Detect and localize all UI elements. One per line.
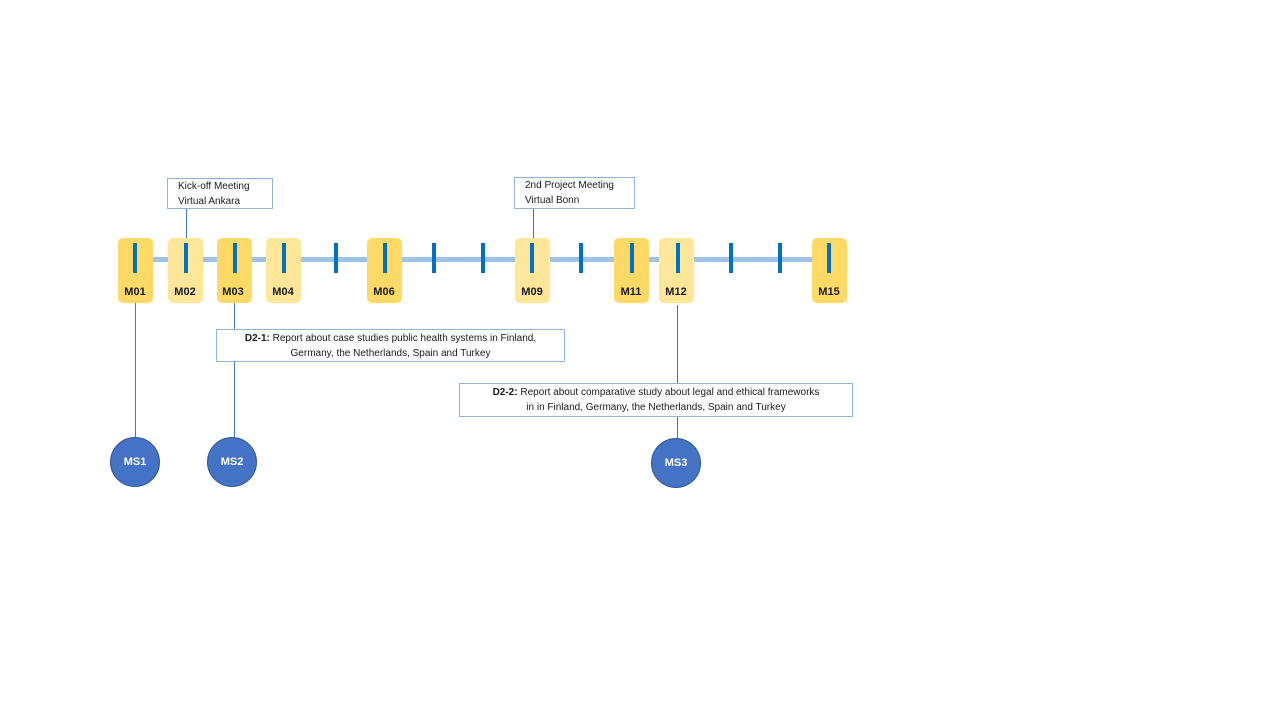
- connector-ms1: [135, 303, 136, 438]
- deliverable-text-line1: Report about comparative study about leg…: [517, 387, 820, 398]
- connector-d21-ms2: [234, 361, 235, 437]
- meeting-note-line1: Kick-off Meeting: [178, 181, 250, 192]
- milestone-ms3: MS3: [651, 438, 701, 488]
- deliverable-code: D2-2:: [492, 387, 518, 398]
- tick-m01: [133, 243, 137, 273]
- tick-m13: [729, 243, 733, 273]
- connector-m12-d22: [677, 305, 678, 383]
- connector-m03-d21: [234, 303, 235, 329]
- milestone-ms2: MS2: [207, 437, 257, 487]
- connector-kickoff: [186, 208, 187, 238]
- month-label-m15: M15: [818, 286, 840, 298]
- tick-m10: [579, 243, 583, 273]
- tick-m06: [383, 243, 387, 273]
- month-label-m02: M02: [174, 286, 196, 298]
- tick-m03: [233, 243, 237, 273]
- meeting-note-second: 2nd Project Meeting Virtual Bonn: [514, 177, 635, 209]
- month-label-m12: M12: [665, 286, 687, 298]
- tick-m07: [432, 243, 436, 273]
- connector-d22-ms3: [677, 416, 678, 438]
- deliverable-code: D2-1:: [244, 333, 270, 344]
- milestone-ms1: MS1: [110, 437, 160, 487]
- meeting-note-line2: Virtual Bonn: [525, 195, 580, 206]
- tick-m14: [778, 243, 782, 273]
- deliverable-text-line2: Germany, the Netherlands, Spain and Turk…: [290, 348, 491, 359]
- deliverable-note-d21: D2-1: Report about case studies public h…: [216, 329, 565, 362]
- meeting-note-line2: Virtual Ankara: [178, 196, 241, 207]
- tick-m15: [827, 243, 831, 273]
- deliverable-text-line2: in in Finland, Germany, the Netherlands,…: [526, 402, 786, 413]
- tick-m12: [676, 243, 680, 273]
- month-label-m11: M11: [620, 286, 642, 298]
- month-label-m03: M03: [222, 286, 244, 298]
- month-label-m01: M01: [124, 286, 146, 298]
- tick-m02: [184, 243, 188, 273]
- month-label-m04: M04: [272, 286, 294, 298]
- deliverable-note-d22: D2-2: Report about comparative study abo…: [459, 383, 853, 417]
- meeting-note-kickoff: Kick-off Meeting Virtual Ankara: [167, 178, 273, 209]
- tick-m08: [481, 243, 485, 273]
- meeting-note-line1: 2nd Project Meeting: [525, 180, 614, 191]
- connector-second-meeting: [533, 208, 534, 238]
- tick-m11: [630, 243, 634, 273]
- month-label-m09: M09: [521, 286, 543, 298]
- tick-m05: [334, 243, 338, 273]
- deliverable-text-line1: Report about case studies public health …: [269, 333, 537, 344]
- tick-m09: [530, 243, 534, 273]
- tick-m04: [282, 243, 286, 273]
- month-label-m06: M06: [373, 286, 395, 298]
